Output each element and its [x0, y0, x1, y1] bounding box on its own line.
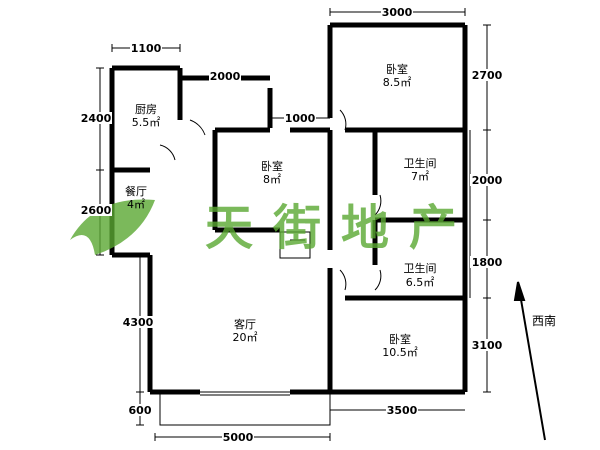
room-area-bedroom-north: 8.5㎡ [383, 76, 412, 89]
room-name-bedroom-north: 卧室 [386, 62, 408, 76]
room-name-dining: 餐厅 [125, 184, 147, 198]
compass-arrow-icon [513, 281, 546, 441]
dimension-labels: 1100 2000 3000 1000 2400 2600 4300 600 2… [80, 6, 504, 444]
dim-right-bedroom-south: 3100 [472, 339, 503, 352]
dim-left-dining: 2600 [81, 204, 112, 217]
room-name-bedroom-south: 卧室 [389, 332, 411, 346]
room-area-living: 20㎡ [233, 331, 258, 344]
dim-top-bedroom: 3000 [382, 6, 413, 19]
thin-lines [159, 109, 471, 426]
watermark-text: 天街地产 [205, 200, 477, 256]
dim-right-bath2: 1800 [472, 256, 503, 269]
dim-right-bedroom: 2700 [472, 69, 503, 82]
room-name-bath-2: 卫生间 [404, 261, 437, 275]
room-name-bedroom-middle: 卧室 [261, 159, 283, 173]
logo-leaf-icon [70, 199, 155, 255]
room-name-bath-1: 卫生间 [404, 156, 437, 170]
room-area-kitchen: 5.5㎡ [132, 116, 161, 129]
dim-bottom-living: 5000 [223, 431, 254, 444]
room-name-kitchen: 厨房 [135, 103, 157, 116]
dim-right-bath1: 2000 [472, 174, 503, 187]
watermark: 天街地产 [70, 199, 477, 256]
room-area-bath-1: 7㎡ [411, 170, 429, 183]
room-area-dining: 4㎡ [127, 198, 145, 211]
dim-top-corridor: 2000 [210, 70, 241, 83]
room-area-bath-2: 6.5㎡ [406, 276, 435, 289]
room-area-bedroom-south: 10.5㎡ [382, 346, 418, 359]
dim-bottom-bedroom: 3500 [387, 404, 418, 417]
dim-left-living: 4300 [123, 316, 154, 329]
room-name-living: 客厅 [234, 317, 256, 331]
dim-mid-corridor: 1000 [285, 112, 316, 125]
orientation-label: 西南 [532, 313, 556, 328]
dim-left-balcony: 600 [129, 404, 152, 417]
room-area-bedroom-middle: 8㎡ [263, 173, 281, 186]
dim-left-kitchen: 2400 [81, 112, 112, 125]
dim-top-kitchen: 1100 [131, 42, 162, 55]
